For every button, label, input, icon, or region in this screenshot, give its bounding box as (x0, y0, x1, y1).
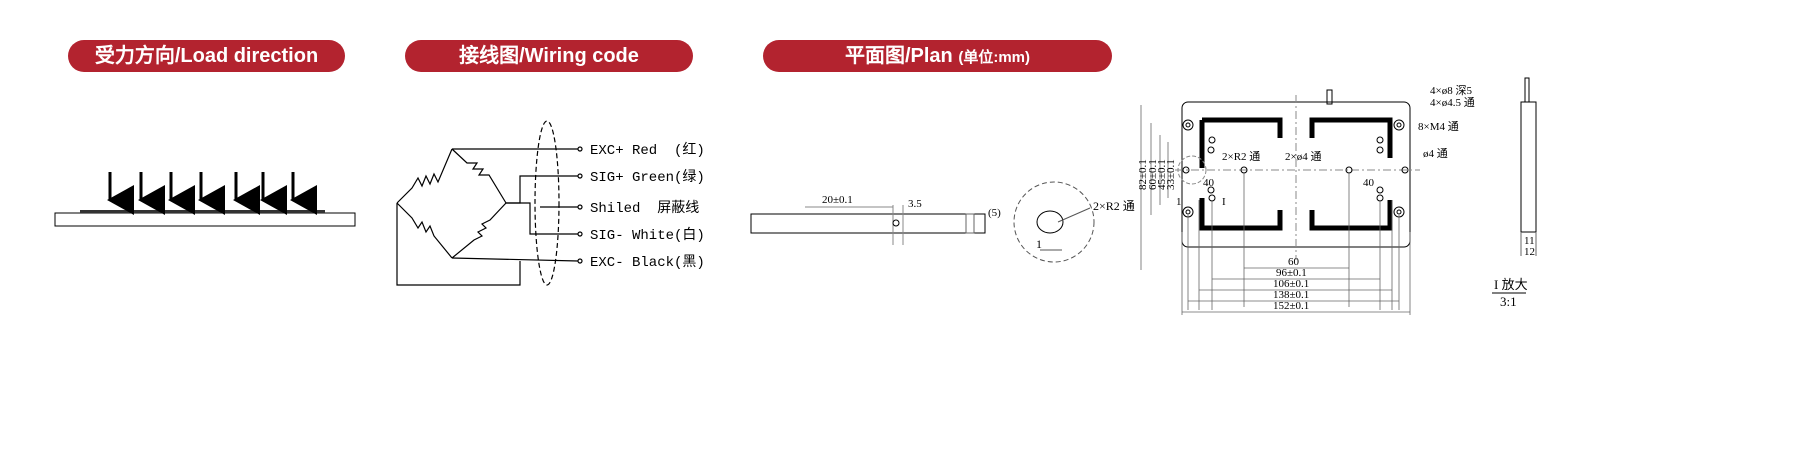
note-r2: 2×R2 通 (1222, 150, 1260, 163)
detail-mark: I (1222, 196, 1226, 208)
width-dim-96: 96±0.1 (1276, 267, 1307, 279)
width-dim-152: 152±0.1 (1273, 300, 1309, 312)
load-diagram (54, 172, 356, 227)
wire-label-sig-minus: SIG- White(白) (590, 227, 705, 244)
load-cell-plate (54, 212, 356, 227)
plan-end-view (1492, 77, 1537, 294)
wiring-code-header: 接线图/Wiring code (405, 40, 693, 72)
load-surface (80, 210, 325, 213)
plan-top-view (1140, 89, 1420, 315)
header-text: 平面图/Plan (844, 45, 953, 67)
header-text: 接线图/Wiring code (459, 45, 639, 67)
side-dim-20: 20±0.1 (822, 194, 853, 206)
detail-dim: 1 (1036, 237, 1042, 251)
note-m4: 8×M4 通 (1418, 120, 1459, 133)
terminal (577, 173, 583, 179)
scale-ratio: 3:1 (1500, 294, 1517, 309)
resistor (451, 202, 507, 259)
wiring-diagram (396, 120, 583, 286)
end-dim-12: 12 (1524, 246, 1535, 258)
detail-view (1013, 181, 1095, 263)
terminal (577, 231, 583, 237)
height-dim-45: 45±0.1 (1156, 159, 1168, 190)
note-2o4: 2×ø4 通 (1285, 150, 1321, 163)
resistor (396, 202, 453, 259)
note-m8: 4×ø8 深5 (1430, 84, 1472, 97)
dim-40-right: 40 (1363, 177, 1375, 189)
resistor (451, 148, 507, 204)
wire-label-exc-plus: EXC+ Red (红) (590, 142, 705, 159)
unit-text: (单位:mm) (958, 49, 1031, 66)
width-dim-60: 60 (1288, 256, 1300, 268)
height-dim-33: 33±0.1 (1165, 159, 1177, 190)
detail-dim-top: 1 (1176, 196, 1182, 208)
side-dim-3-5: 3.5 (908, 198, 922, 210)
width-dim-106: 106±0.1 (1273, 278, 1309, 290)
terminal (577, 146, 583, 152)
wire-label-shield: Shiled 屏蔽线 (590, 200, 699, 217)
width-dim-138: 138±0.1 (1273, 289, 1309, 301)
detail-note: 2×R2 通 (1093, 199, 1135, 213)
load-direction-header: 受力方向/Load direction (68, 40, 345, 72)
plan-header: 平面图/Plan (单位:mm) (763, 40, 1112, 72)
note-m45: 4×ø4.5 通 (1430, 96, 1475, 109)
terminal (577, 204, 583, 210)
height-dim-60: 60±0.1 (1147, 159, 1159, 190)
height-dim-82: 82±0.1 (1137, 159, 1149, 190)
side-dim-5: (5) (988, 207, 1001, 219)
end-dim-11: 11 (1524, 235, 1535, 247)
scale-label: I 放大 (1494, 277, 1528, 292)
note-o4: ø4 通 (1423, 147, 1448, 160)
plan-side-view (750, 205, 986, 245)
dim-40-left: 40 (1203, 177, 1215, 189)
header-text: 受力方向/Load direction (94, 45, 319, 67)
terminal (577, 258, 583, 264)
wire-label-exc-minus: EXC- Black(黑) (590, 255, 705, 271)
wire-label-sig-plus: SIG+ Green(绿) (590, 169, 705, 186)
load-arrows (107, 172, 317, 215)
resistor (396, 148, 453, 204)
